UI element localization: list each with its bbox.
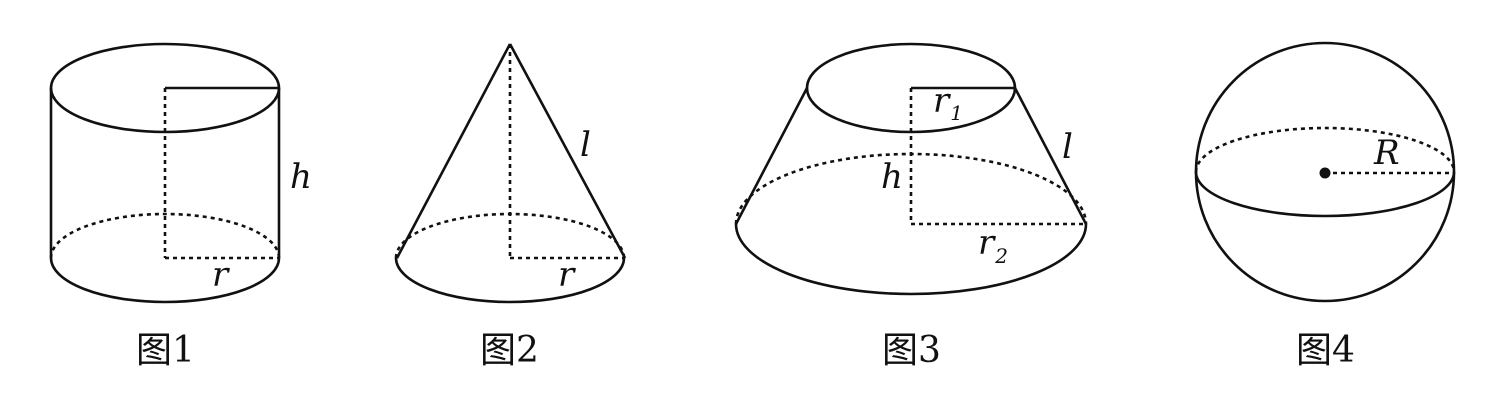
- frustum-height-label: h: [881, 157, 903, 197]
- sphere-radius-label: R: [1373, 133, 1400, 173]
- figure-4-caption: 图4: [1296, 330, 1355, 371]
- frustum-bottom-radius-label: r2: [978, 223, 1008, 268]
- cone-radius-label: r: [558, 255, 576, 295]
- frustum-left-generatrix: [734, 87, 809, 225]
- sphere-equator-back-arc: [1194, 126, 1456, 173]
- figure-3-caption: 图3: [882, 330, 941, 371]
- figure-2-caption: 图2: [480, 330, 539, 371]
- frustum-slant-label: l: [1062, 127, 1073, 167]
- cylinder-bottom-front-arc: [49, 257, 281, 304]
- frustum-right-generatrix: [1013, 87, 1088, 225]
- cone-slant-label: l: [580, 125, 591, 165]
- cone-right-generatrix: [508, 43, 627, 259]
- figure-1-caption: 图1: [136, 330, 195, 371]
- frustum-bottom-front-arc: [734, 223, 1088, 296]
- sphere-center-dot: [1319, 167, 1331, 179]
- cone-base-front-arc: [394, 257, 626, 304]
- frustum-bottom-back-arc: [734, 152, 1088, 225]
- cylinder-bottom-back-arc: [49, 212, 281, 259]
- cylinder-height-label: h: [290, 157, 312, 197]
- cone-left-generatrix: [395, 43, 512, 259]
- cylinder-radius-label: r: [212, 255, 230, 295]
- sphere-equator-front-arc: [1194, 171, 1456, 218]
- figure-2-cone: l r 图2: [394, 43, 627, 371]
- figure-1-cylinder: h r 图1: [49, 42, 312, 371]
- figure-3-frustum: r1 l h r2 图3: [734, 42, 1088, 371]
- frustum-top-radius-label: r1: [933, 81, 963, 125]
- figure-4-sphere: R 图4: [1194, 41, 1456, 371]
